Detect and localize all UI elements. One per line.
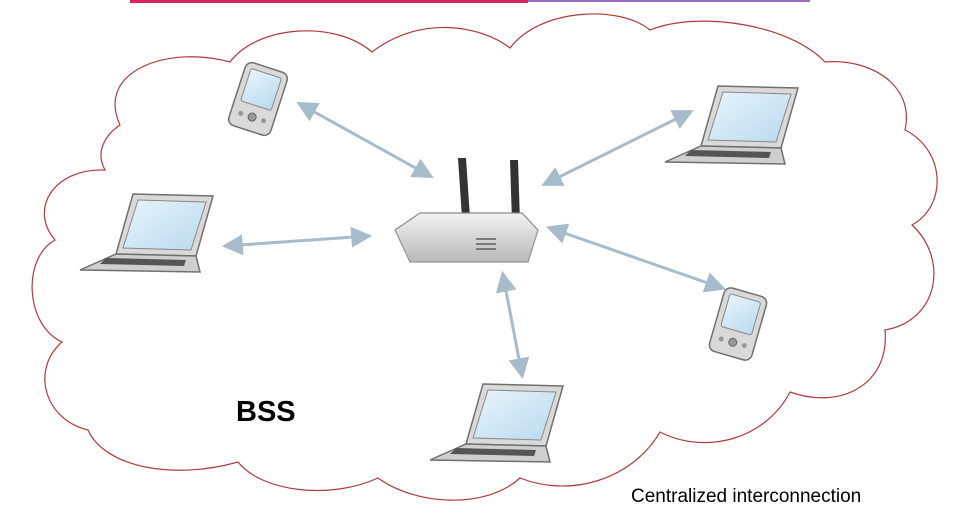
access-point xyxy=(394,158,539,263)
laptop-screen xyxy=(122,199,207,251)
pda-screen xyxy=(720,293,761,336)
top-bar-left xyxy=(130,0,528,3)
bss-label: BSS xyxy=(236,396,296,428)
pda-screen xyxy=(240,68,282,111)
link-ap-laptop-bottom xyxy=(495,270,530,380)
ap-body xyxy=(394,212,539,263)
laptop-screen xyxy=(707,91,792,143)
diagram-caption: Centralized interconnection xyxy=(631,486,862,507)
top-bar-right xyxy=(528,0,810,2)
laptop-screen xyxy=(472,389,557,441)
bss-cloud-outline xyxy=(31,13,938,501)
link-ap-laptop-left xyxy=(221,226,373,256)
ap-antenna-left xyxy=(458,158,470,218)
laptop-left xyxy=(79,193,214,273)
laptop-top-right xyxy=(664,85,799,165)
link-ap-pda-right xyxy=(546,223,726,293)
laptop-bottom xyxy=(429,383,564,463)
ap-antenna-right xyxy=(510,160,520,222)
link-ap-pda-top-left xyxy=(296,101,434,179)
link-ap-laptop-top-right xyxy=(541,110,694,186)
pda-top-left xyxy=(227,61,289,137)
links xyxy=(221,101,726,380)
pda-right xyxy=(708,287,768,361)
